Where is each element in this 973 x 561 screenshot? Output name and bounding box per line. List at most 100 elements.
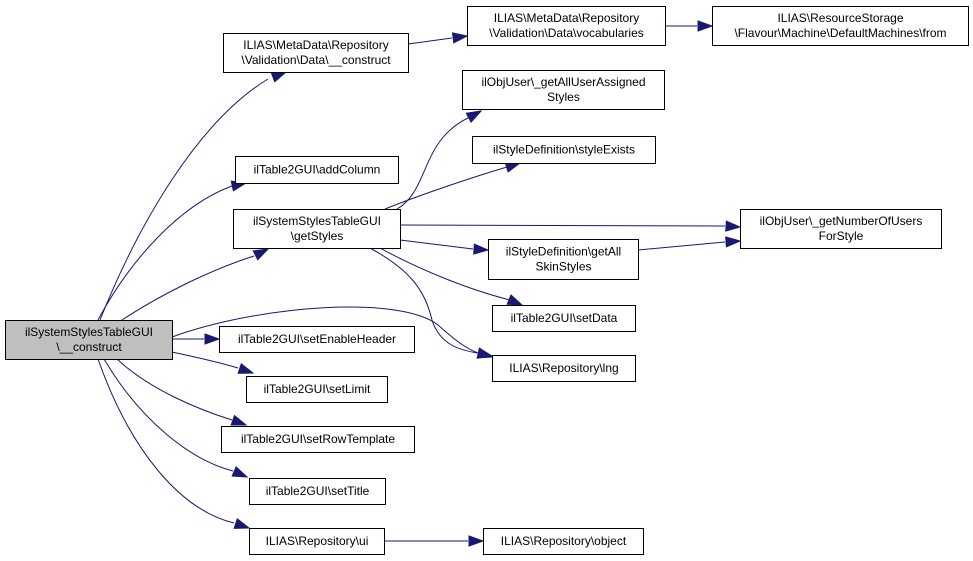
edge-line [399, 239, 474, 250]
node-addColumn[interactable]: ilTable2GUI\addColumn [235, 156, 399, 184]
node-label-line: \getStyles [291, 229, 344, 243]
edge-getStyles-to-styleExists [384, 161, 522, 210]
edge-root-to-getStyles [121, 248, 270, 321]
edge-line [637, 241, 726, 251]
node-md-vocab[interactable]: ILIAS\MetaData\Repository\Validation\Dat… [467, 6, 666, 46]
edge-root-to-setLimit [171, 351, 255, 374]
arrowhead-icon [476, 347, 494, 359]
node-label-line: ILIAS\ResourceStorage [777, 11, 903, 25]
arrowhead-icon [237, 362, 255, 374]
edge-line [384, 166, 508, 210]
edge-md_construct-to-md_vocab [407, 32, 469, 45]
node-setRowTemplate[interactable]: ilTable2GUI\setRowTemplate [221, 426, 415, 453]
arrowhead-icon [233, 517, 251, 529]
node-box [712, 6, 969, 46]
arrowhead-icon [231, 466, 249, 478]
node-object[interactable]: ILIAS\Repository\object [483, 528, 644, 555]
node-label-line: ILIAS\MetaData\Repository [494, 11, 639, 25]
arrowhead-icon [270, 71, 288, 83]
nodes-layer: ilSystemStylesTableGUI\__constructILIAS\… [5, 6, 969, 555]
edge-root-to-ui [97, 358, 251, 529]
node-label-line: ilObjUser\_getAllUserAssigned [481, 75, 645, 89]
node-box [246, 376, 388, 403]
node-label-line: ilTable2GUI\addColumn [254, 163, 381, 177]
node-setEnableHeader[interactable]: ilTable2GUI\setEnableHeader [219, 326, 415, 353]
node-label-line: \__construct [56, 340, 122, 354]
node-label-line: ILIAS\Repository\lng [509, 361, 618, 375]
node-styleExists[interactable]: ilStyleDefinition\styleExists [472, 136, 656, 164]
node-ui[interactable]: ILIAS\Repository\ui [249, 528, 385, 555]
arrowhead-icon [468, 535, 485, 547]
node-label-line: \Flavour\Machine\DefaultMachines\from [734, 26, 946, 40]
edge-line [171, 306, 479, 354]
node-box [219, 326, 415, 353]
node-box [740, 209, 942, 249]
node-label-line: ilTable2GUI\setTitle [266, 484, 370, 498]
node-box [483, 528, 644, 555]
node-box [233, 209, 401, 249]
node-label-line: ilStyleDefinition\styleExists [493, 143, 635, 157]
edge-getStyles-to-getNumberOfUsers [399, 220, 742, 232]
edge-md_vocab-to-rs_from [665, 20, 714, 32]
arrowhead-icon [451, 32, 469, 44]
node-setData[interactable]: ilTable2GUI\setData [492, 305, 636, 332]
arrowhead-icon [230, 414, 248, 426]
edge-line [99, 78, 269, 321]
arrowhead-icon [252, 248, 270, 261]
node-md-construct[interactable]: ILIAS\MetaData\Repository\Validation\Dat… [223, 33, 409, 73]
node-label-line: ForStyle [819, 229, 864, 243]
edge-getStyles-to-lng [369, 247, 494, 359]
node-box [223, 33, 409, 73]
node-box [221, 426, 415, 453]
node-root[interactable]: ilSystemStylesTableGUI\__construct [5, 320, 173, 360]
edge-line [97, 185, 233, 321]
edge-root-to-setTitle [103, 358, 249, 478]
node-label-line: ilObjUser\_getNumberOfUsers [760, 214, 923, 228]
edge-root-to-addColumn [97, 180, 248, 321]
node-box [5, 320, 173, 360]
edge-line [399, 224, 726, 227]
edge-line [171, 351, 239, 369]
node-setLimit[interactable]: ilTable2GUI\setLimit [246, 376, 388, 403]
arrowhead-icon [697, 20, 714, 32]
edge-line [97, 358, 235, 524]
edge-getAllSkinStyles-to-getNumberOfUsers [637, 236, 742, 251]
node-label-line: ilSystemStylesTableGUI [253, 214, 381, 228]
edge-ui-to-object [384, 535, 485, 547]
node-label-line: ILIAS\Repository\ui [266, 534, 369, 548]
node-label-line: ilTable2GUI\setRowTemplate [241, 432, 395, 446]
node-box [249, 528, 385, 555]
edge-getStyles-to-getAllSkinStyles [399, 239, 490, 255]
node-label-line: Styles [547, 90, 580, 104]
node-box [492, 355, 636, 382]
node-box [472, 136, 656, 164]
node-label-line: ilTable2GUI\setData [511, 311, 618, 325]
node-rs-from[interactable]: ILIAS\ResourceStorage\Flavour\Machine\De… [712, 6, 969, 46]
node-label-line: ILIAS\Repository\object [501, 534, 627, 548]
arrowhead-icon [465, 110, 483, 123]
edge-line [407, 37, 453, 45]
node-box [462, 70, 665, 110]
arrowhead-icon [506, 294, 524, 306]
node-getStyles[interactable]: ilSystemStylesTableGUI\getStyles [233, 209, 401, 249]
arrowhead-icon [725, 220, 742, 232]
arrowhead-icon [725, 236, 742, 248]
node-label-line: \Validation\Data\__construct [241, 53, 391, 67]
node-label-line: ILIAS\MetaData\Repository [243, 38, 388, 52]
edge-line [369, 247, 478, 354]
edge-line [121, 255, 255, 321]
arrowhead-icon [473, 243, 490, 255]
node-label-line: ilSystemStylesTableGUI [25, 325, 153, 339]
node-lng[interactable]: ILIAS\Repository\lng [492, 355, 636, 382]
edge-root-to-setEnableHeader [172, 333, 221, 345]
edge-getStyles-to-getAllUserAssigned [396, 110, 483, 210]
edge-line [379, 247, 511, 301]
node-setTitle[interactable]: ilTable2GUI\setTitle [249, 478, 386, 505]
node-box [235, 156, 399, 184]
edge-line [116, 358, 233, 421]
edge-line [396, 116, 471, 210]
